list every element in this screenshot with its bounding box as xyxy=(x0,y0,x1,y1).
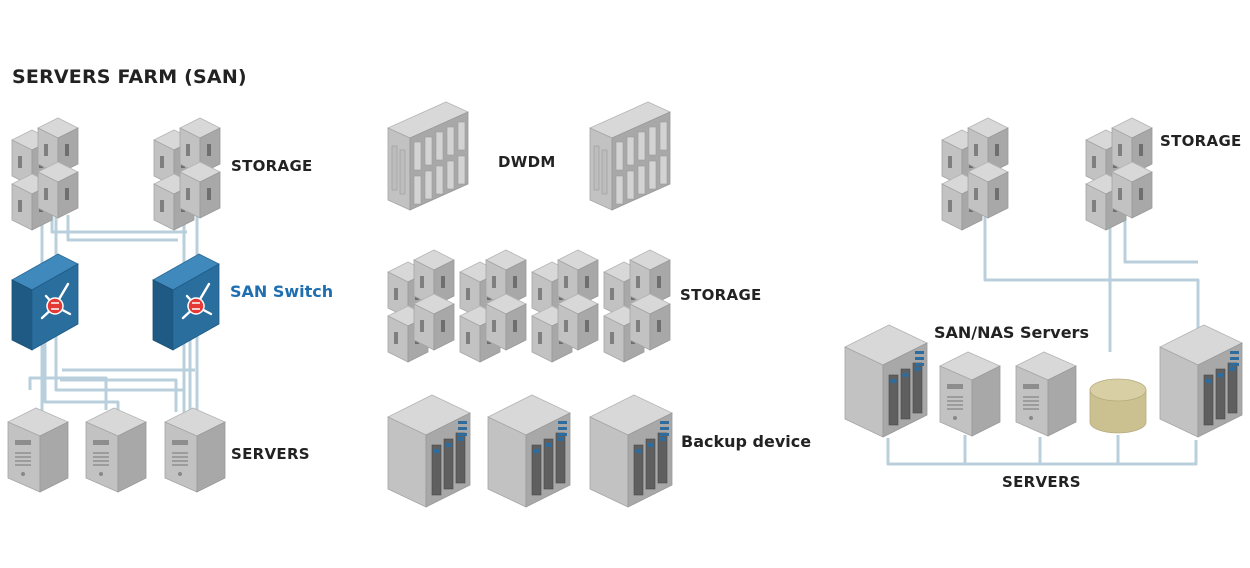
tower-server-icon xyxy=(939,351,1001,437)
storage-label-left: STORAGE xyxy=(231,157,313,175)
storage-label-right: STORAGE xyxy=(1160,132,1242,150)
connection-line xyxy=(66,215,178,242)
tower-server-icon xyxy=(7,407,69,493)
storage-array-icon xyxy=(941,117,1009,231)
san-nas-servers-label: SAN/NAS Servers xyxy=(934,323,1089,342)
dwdm-chassis-icon xyxy=(387,101,469,211)
dwdm-chassis-icon xyxy=(589,101,671,211)
disk-storage-icon xyxy=(1089,378,1147,434)
rack-server-icon xyxy=(487,394,571,508)
connection-line xyxy=(50,215,187,234)
storage-label-middle: STORAGE xyxy=(680,286,762,304)
storage-array-icon xyxy=(11,117,79,231)
tower-server-icon xyxy=(164,407,226,493)
tower-server-icon xyxy=(85,407,147,493)
backup-device-label: Backup device xyxy=(681,432,812,451)
rack-server-icon xyxy=(387,394,471,508)
san-switch-icon xyxy=(11,253,79,351)
storage-array-icon xyxy=(387,249,455,363)
diagram-title: SERVERS FARM (SAN) xyxy=(12,66,247,88)
devices-layer xyxy=(7,101,1243,508)
connection-line xyxy=(886,438,1198,466)
connection-line xyxy=(43,335,120,412)
rack-server-icon xyxy=(1159,324,1243,438)
san-switch-label: SAN Switch xyxy=(230,282,334,301)
connection-lines xyxy=(28,210,1200,466)
storage-array-icon xyxy=(1085,117,1153,231)
servers-label-left: SERVERS xyxy=(231,445,310,463)
rack-server-icon xyxy=(589,394,673,508)
san-switch-icon xyxy=(152,253,220,351)
connection-line xyxy=(28,376,108,410)
connection-line xyxy=(60,378,178,412)
storage-array-icon xyxy=(603,249,671,363)
tower-server-icon xyxy=(1015,351,1077,437)
rack-server-icon xyxy=(844,324,928,438)
storage-array-icon xyxy=(153,117,221,231)
storage-array-icon xyxy=(459,249,527,363)
storage-array-icon xyxy=(531,249,599,363)
connection-line xyxy=(1123,210,1198,264)
servers-label-right: SERVERS xyxy=(1002,473,1081,491)
dwdm-label: DWDM xyxy=(498,153,556,171)
connection-line xyxy=(983,215,1200,330)
